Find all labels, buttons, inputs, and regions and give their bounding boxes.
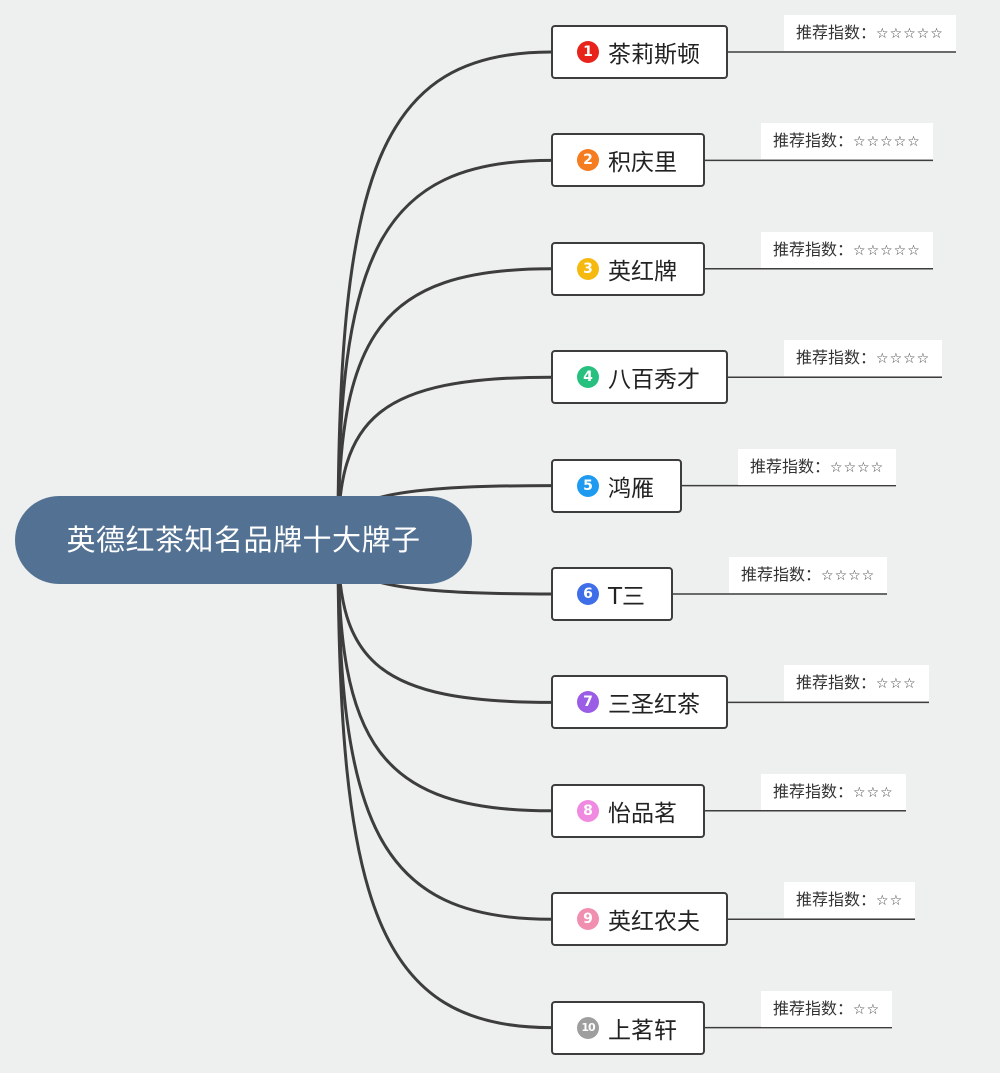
brand-node-4[interactable]: 4 八百秀才 [551,350,728,405]
brand-name: 茶莉斯顿 [608,42,700,68]
brand-name: T三 [608,584,646,610]
rank-badge-icon: 10 [577,1016,599,1039]
rating-label: 推荐指数： [773,998,854,1018]
rating-stars-icon: ☆☆☆☆ [876,351,931,368]
brand-node-5[interactable]: 5 鸿雁 [551,458,682,513]
rating-note-10[interactable]: 推荐指数：☆☆ [761,990,893,1027]
rating-label: 推荐指数： [773,781,854,801]
brand-node-7[interactable]: 7 三圣红茶 [551,675,728,730]
rating-stars-icon: ☆☆ [853,1001,881,1018]
rank-badge-icon: 3 [577,257,599,280]
brand-node-3[interactable]: 3 英红牌 [551,241,705,296]
brand-node-2[interactable]: 2 积庆里 [551,133,705,188]
branch-curve-1 [336,50,552,541]
brand-name: 上茗轩 [608,1017,677,1044]
brand-name: 积庆里 [608,150,677,177]
rating-note-5[interactable]: 推荐指数：☆☆☆☆ [738,448,897,485]
rating-note-6[interactable]: 推荐指数：☆☆☆☆ [729,557,888,593]
rating-note-7[interactable]: 推荐指数：☆☆☆ [784,665,929,702]
rank-badge-icon: 5 [577,474,599,497]
rating-note-8[interactable]: 推荐指数：☆☆☆ [761,773,906,810]
rating-label: 推荐指数： [796,348,877,368]
rating-note-1[interactable]: 推荐指数：☆☆☆☆☆ [784,15,956,51]
rank-badge-icon: 2 [577,149,599,172]
rating-stars-icon: ☆☆☆☆☆ [876,26,944,42]
rank-badge-icon: 1 [577,41,599,63]
rating-label: 推荐指数： [741,565,822,584]
brand-name: 英红农夫 [608,909,700,936]
branch-curve-10 [336,539,552,1030]
rating-label: 推荐指数： [773,239,854,259]
brand-node-10[interactable]: 10 上茗轩 [551,1000,705,1055]
rating-stars-icon: ☆☆ [876,893,904,910]
rating-stars-icon: ☆☆☆☆☆ [853,134,921,151]
brand-name: 英红牌 [608,258,677,285]
rating-note-4[interactable]: 推荐指数：☆☆☆☆ [784,340,943,377]
rating-note-2[interactable]: 推荐指数：☆☆☆☆☆ [761,123,933,160]
root-topic[interactable]: 英德红茶知名品牌十大牌子 [15,496,472,584]
rating-note-9[interactable]: 推荐指数：☆☆ [784,882,916,919]
brand-name: 八百秀才 [608,367,700,394]
rating-label: 推荐指数： [796,673,877,693]
rank-badge-icon: 4 [577,366,599,389]
rating-label: 推荐指数： [773,131,854,151]
rating-note-3[interactable]: 推荐指数：☆☆☆☆☆ [761,231,933,268]
brand-name: 三圣红茶 [608,692,700,719]
rating-label: 推荐指数： [796,23,877,42]
rating-label: 推荐指数： [796,890,877,910]
branch-curve-9 [336,539,552,921]
brand-name: 怡品茗 [608,800,677,827]
rank-badge-icon: 7 [577,691,599,714]
brand-name: 鸿雁 [608,475,654,502]
branch-curve-3 [336,267,552,541]
brand-node-6[interactable]: 6 T三 [551,567,674,621]
rank-badge-icon: 9 [577,908,599,931]
rating-label: 推荐指数： [750,456,831,476]
brand-node-1[interactable]: 1 茶莉斯顿 [551,25,728,79]
rating-stars-icon: ☆☆☆ [876,676,917,693]
rating-stars-icon: ☆☆☆☆ [830,459,885,476]
rating-stars-icon: ☆☆☆☆☆ [853,242,921,259]
rating-stars-icon: ☆☆☆ [853,784,894,801]
rank-badge-icon: 8 [577,799,599,822]
brand-node-8[interactable]: 8 怡品茗 [551,783,705,838]
branch-curve-2 [336,158,552,541]
rating-stars-icon: ☆☆☆☆ [821,568,876,584]
brand-node-9[interactable]: 9 英红农夫 [551,892,728,947]
rank-badge-icon: 6 [577,583,599,605]
